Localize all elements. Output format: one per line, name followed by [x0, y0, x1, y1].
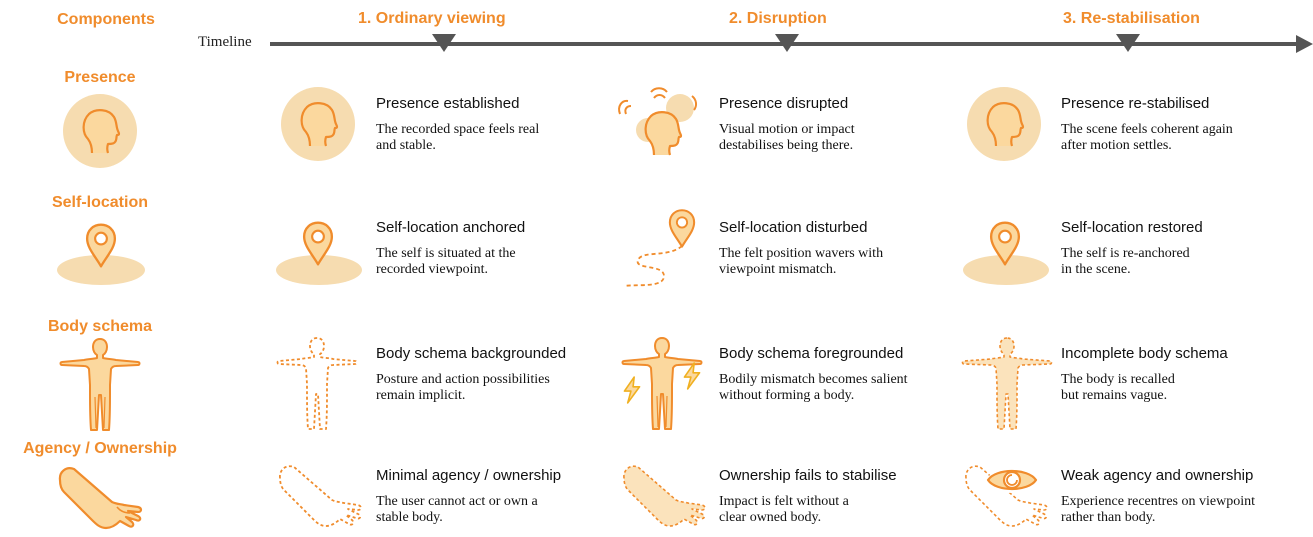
cell-title: Body schema backgrounded: [376, 345, 567, 362]
cell-title: Self-location anchored: [376, 219, 526, 236]
location-pin-icon: [276, 221, 362, 285]
cell-title: Ownership fails to stabilise: [719, 467, 897, 484]
components-heading: Components: [57, 11, 155, 28]
arm-hand-icon: [58, 467, 143, 530]
cell-description: The scene feels coherent again after mot…: [1061, 122, 1233, 153]
body-lightning-icon: [621, 337, 703, 430]
cell-description: The felt position wavers with viewpoint …: [719, 246, 884, 277]
cell-description: The body is recalled but remains vague.: [1061, 372, 1175, 403]
timeline-label: Timeline: [198, 34, 252, 50]
cell-description: The user cannot act or own a stable body…: [376, 494, 538, 525]
component-label-agency-ownership: Agency / Ownership: [23, 440, 177, 457]
stage-marker-2: [775, 34, 799, 52]
faded-body-icon: [961, 337, 1053, 430]
disturbed-head-icon: [618, 87, 698, 157]
cell-title: Self-location restored: [1061, 219, 1203, 236]
cell-description: Experience recentres on viewpoint rather…: [1061, 494, 1255, 525]
stage-label-3: 3. Re-stabilisation: [1063, 10, 1200, 27]
cell-title: Self-location disturbed: [719, 219, 868, 236]
cell-description: The self is re-anchored in the scene.: [1061, 246, 1190, 277]
cell-title: Minimal agency / ownership: [376, 467, 562, 484]
location-pin-icon: [963, 221, 1049, 285]
cell-description: Visual motion or impact destabilises bei…: [719, 122, 855, 153]
stage-marker-3: [1116, 34, 1140, 52]
head-icon: [967, 87, 1041, 161]
stage-label-1: 1. Ordinary viewing: [358, 10, 506, 27]
wandering-pin-icon: [623, 209, 696, 287]
head-icon: [281, 87, 355, 161]
cell-title: Presence disrupted: [719, 95, 849, 112]
cell-title: Presence re-stabilised: [1061, 95, 1210, 112]
cell-description: Posture and action possibilities remain …: [376, 372, 550, 403]
cell-description: The self is situated at the recorded vie…: [376, 246, 516, 277]
dashed-arm-icon: [279, 465, 362, 527]
timeline-arrow: [270, 34, 1313, 53]
cell-description: Impact is felt without a clear owned bod…: [719, 494, 849, 525]
dashed-body-icon: [276, 337, 358, 430]
faded-arm-icon: [623, 465, 706, 527]
location-pin-icon: [57, 223, 145, 285]
stage-label-2: 2. Disruption: [729, 10, 827, 27]
cell-description: Bodily mismatch becomes salient without …: [719, 372, 908, 403]
cell-title: Weak agency and ownership: [1061, 467, 1254, 484]
component-label-presence: Presence: [64, 69, 136, 86]
cell-description: The recorded space feels real and stable…: [376, 122, 540, 153]
component-label-body-schema: Body schema: [47, 318, 153, 335]
eye-arm-icon: [965, 465, 1048, 527]
cell-title: Body schema foregrounded: [719, 345, 904, 362]
head-icon: [63, 94, 137, 168]
human-body-icon: [59, 338, 141, 431]
cell-title: Incomplete body schema: [1061, 345, 1228, 362]
cell-title: Presence established: [376, 95, 520, 112]
stage-marker-1: [432, 34, 456, 52]
component-label-self-location: Self-location: [51, 194, 148, 211]
